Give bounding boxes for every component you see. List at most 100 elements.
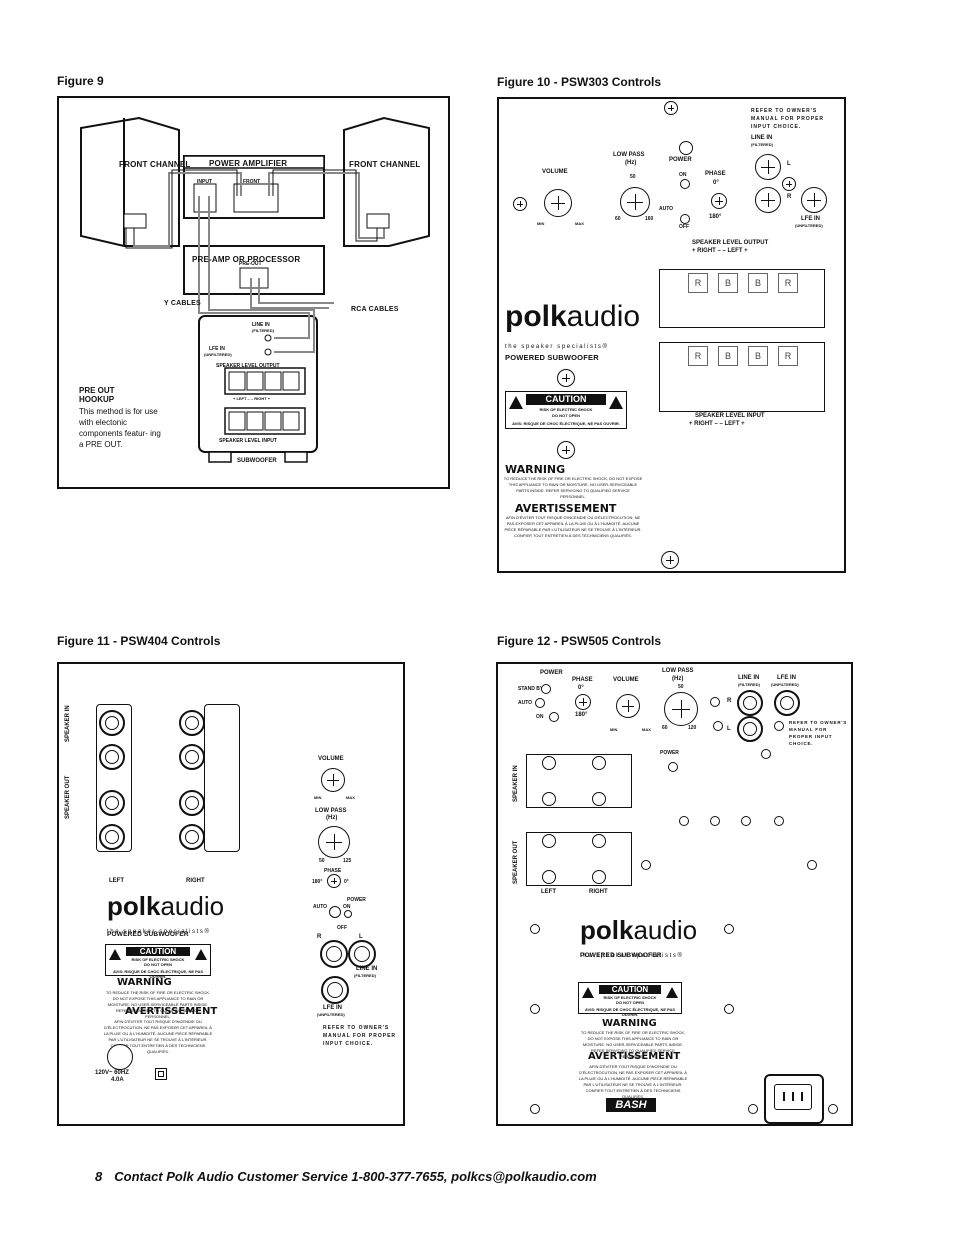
speaker-level-input-label: SPEAKER LEVEL INPUT	[219, 438, 277, 444]
amperage-rating: 4.0A	[111, 1077, 124, 1083]
figure-10-caption: Figure 10 - PSW303 Controls	[497, 75, 662, 89]
binding-post[interactable]	[179, 824, 205, 850]
line-in-l-jack[interactable]	[737, 716, 763, 742]
lfe-in-label: LFE IN	[801, 216, 820, 222]
preout-hookup-text: This method is for use with electonic co…	[79, 407, 161, 449]
binding-post[interactable]	[592, 834, 606, 848]
binding-post[interactable]	[542, 834, 556, 848]
power-off-switch[interactable]	[680, 214, 690, 224]
speaker-out-label: SPEAKER OUT	[65, 775, 71, 819]
line-in-r-jack[interactable]	[737, 690, 763, 716]
phase-0: 0°	[344, 879, 349, 885]
low-pass-knob[interactable]	[620, 187, 650, 217]
line-in-l-jack[interactable]	[755, 154, 781, 180]
screw-hole	[641, 860, 651, 870]
warning-heading: WARNING	[117, 977, 172, 988]
power-switch[interactable]	[329, 906, 341, 918]
screw-hole	[710, 816, 720, 826]
terminal[interactable]: R	[778, 273, 798, 293]
binding-post[interactable]	[99, 790, 125, 816]
rca-cables-label: RCA CABLES	[351, 306, 399, 313]
binding-post[interactable]	[542, 792, 556, 806]
left-binding-posts	[96, 704, 132, 852]
speaker-in-label: SPEAKER IN	[65, 705, 71, 742]
bash-logo: BASH	[606, 1098, 656, 1112]
binding-post[interactable]	[592, 792, 606, 806]
speaker-level-input-label: SPEAKER LEVEL INPUT	[695, 413, 765, 419]
low-pass-knob[interactable]	[318, 826, 350, 858]
hookup-diagram	[80, 116, 430, 463]
binding-post[interactable]	[179, 710, 205, 736]
off-label: OFF	[337, 925, 347, 931]
front-channel-right-label: FRONT CHANNEL	[349, 160, 421, 169]
powered-subwoofer-label: POWERED SUBWOOFER	[505, 353, 599, 362]
terminal[interactable]: B	[748, 346, 768, 366]
binding-post[interactable]	[542, 756, 556, 770]
on-label: ON	[679, 172, 687, 178]
warning-heading: WARNING	[602, 1018, 657, 1029]
binding-post[interactable]	[99, 744, 125, 770]
binding-post[interactable]	[179, 744, 205, 770]
auto-switch[interactable]	[535, 698, 545, 708]
unfiltered-label: (UNFILTERED)	[771, 682, 799, 687]
lfe-in-jack[interactable]	[774, 690, 800, 716]
speaker-level-output-label: SPEAKER LEVEL OUTPUT	[216, 363, 280, 369]
double-insulated-icon	[155, 1068, 167, 1080]
low-pass-label: LOW PASS	[662, 668, 694, 674]
refer-manual-text: REFER TO OWNER'S MANUAL FOR PROPER INPUT…	[789, 720, 848, 746]
polk-audio-logo: polkaudio the speaker specialists®	[505, 300, 641, 351]
lfe-in-jack[interactable]	[801, 187, 827, 213]
line-in-l-jack[interactable]	[348, 940, 376, 968]
volume-knob[interactable]	[544, 189, 572, 217]
avertissement-text: AFIN D'ÉVITER TOUT RISQUE D'INCENDIE OU …	[103, 1019, 213, 1054]
avertissement-heading: AVERTISSEMENT	[125, 1006, 218, 1017]
binding-post[interactable]	[99, 710, 125, 736]
screw-icon	[782, 177, 796, 191]
refer-manual-text: REFER TO OWNER'S MANUAL FOR PROPER INPUT…	[751, 108, 825, 130]
phase-switch[interactable]	[575, 694, 591, 710]
screw-hole	[748, 1104, 758, 1114]
warning-text: TO REDUCE THE RISK OF FIRE OR ELECTRIC S…	[580, 1030, 686, 1059]
volume-knob[interactable]	[616, 694, 640, 718]
terminal[interactable]: B	[718, 346, 738, 366]
phase-switch[interactable]	[711, 193, 727, 209]
ac-power-inlet[interactable]	[764, 1074, 824, 1124]
standby-label: STAND BY	[518, 686, 544, 692]
terminal[interactable]: R	[778, 346, 798, 366]
power-cord-grommet	[107, 1044, 133, 1070]
lowpass-50: 50	[630, 174, 636, 180]
terminal[interactable]: R	[688, 273, 708, 293]
binding-post[interactable]	[592, 870, 606, 884]
binding-post[interactable]	[99, 824, 125, 850]
terminal[interactable]: B	[748, 273, 768, 293]
line-in-r-jack[interactable]	[755, 187, 781, 213]
binding-post[interactable]	[179, 790, 205, 816]
lowpass-60: 60	[615, 216, 621, 222]
caution-label: CAUTION RISK OF ELECTRIC SHOCK DO NOT OP…	[505, 391, 627, 429]
lfe-in-jack[interactable]	[321, 976, 349, 1004]
binding-post[interactable]	[592, 756, 606, 770]
l-label: L	[359, 934, 363, 940]
line-in-label: LINE IN	[356, 966, 378, 972]
phase-180: 180°	[312, 879, 323, 885]
terminal[interactable]: R	[688, 346, 708, 366]
preout-hookup-title: PRE OUT HOOKUP	[79, 386, 115, 404]
on-label: ON	[536, 714, 544, 720]
off-label: OFF	[679, 224, 689, 230]
power-on-switch[interactable]	[680, 179, 690, 189]
phase-180: 180°	[709, 214, 722, 220]
phase-switch[interactable]	[327, 874, 341, 888]
terminal[interactable]: B	[718, 273, 738, 293]
unfiltered-label: (UNFILTERED)	[204, 352, 232, 357]
lowpass-120: 120	[688, 725, 697, 731]
auto-label: AUTO	[659, 206, 674, 212]
line-in-r-jack[interactable]	[320, 940, 348, 968]
powered-subwoofer-label: POWERED SUBWOOFER	[580, 952, 662, 959]
low-pass-label: LOW PASS	[315, 808, 347, 814]
avertissement-heading: AVERTISSEMENT	[588, 1051, 681, 1062]
low-pass-knob[interactable]	[664, 692, 698, 726]
power-switch[interactable]	[549, 712, 559, 722]
binding-post[interactable]	[542, 870, 556, 884]
warning-text: TO REDUCE THE RISK OF FIRE OR ELECTRIC S…	[503, 476, 643, 499]
volume-knob[interactable]	[321, 768, 345, 792]
